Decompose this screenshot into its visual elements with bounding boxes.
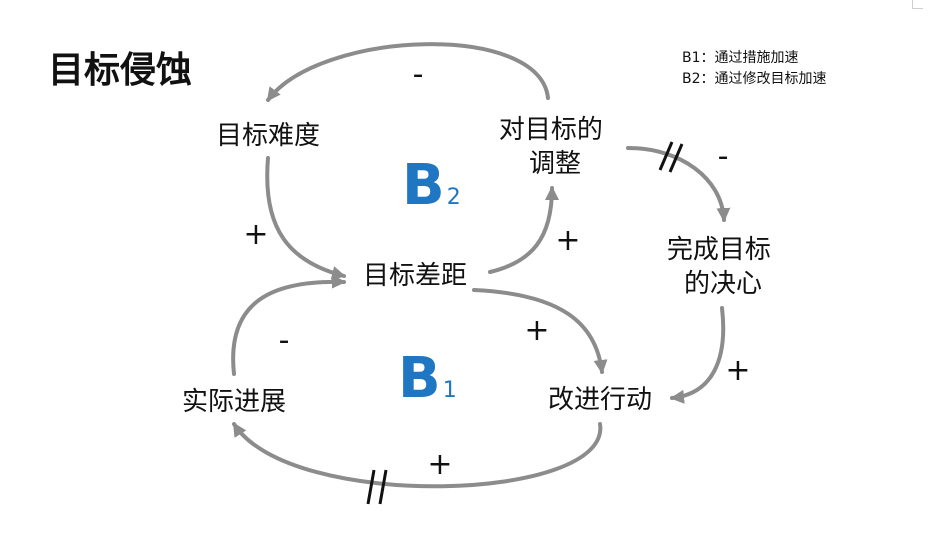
node-goal-gap: 目标差距	[363, 261, 467, 291]
page-title: 目标侵蚀	[48, 50, 192, 91]
delay-marks	[366, 141, 684, 505]
polarity-resolve-to-action: +	[725, 353, 750, 388]
legend-item-b1: B1：通过措施加速	[682, 50, 799, 66]
nodes: 目标难度 对目标的 调整 完成目标 的决心 目标差距 实际进展 改进行动	[182, 115, 779, 417]
node-improve-action: 改进行动	[548, 385, 652, 415]
polarities: - + + - + + - +	[243, 57, 750, 482]
node-improve-action-line: 改进行动	[548, 385, 652, 415]
legend: B1：通过措施加速 B2：通过修改目标加速	[682, 50, 827, 87]
arrow-action-to-progress	[232, 422, 603, 489]
node-goal-difficulty: 目标难度	[216, 121, 320, 151]
loop-label-b2: B2	[402, 153, 461, 218]
legend-item-b2: B2：通过修改目标加速	[682, 71, 827, 87]
node-actual-progress: 实际进展	[182, 387, 286, 417]
node-goal-gap-line: 目标差距	[363, 261, 467, 291]
loop-label-b1: B1	[398, 346, 457, 411]
node-goal-difficulty-line: 目标难度	[216, 121, 320, 151]
arrow-adjust-to-resolve	[626, 146, 731, 222]
arrow-difficulty-to-gap	[265, 156, 346, 280]
arrow-gap-to-adjust	[488, 186, 559, 274]
node-resolve-line-2: 的决心	[684, 269, 762, 299]
delay-mark-action-to-progress	[366, 469, 388, 505]
node-goal-adjust: 对目标的 调整	[499, 115, 611, 179]
node-resolve: 完成目标 的决心	[667, 235, 779, 299]
arrow-progress-to-gap	[231, 274, 346, 376]
arrow-gap-to-action	[472, 288, 608, 374]
arrow-adjust-to-difficulty	[266, 42, 550, 102]
polarity-adjust-to-resolve: -	[718, 139, 729, 174]
loop-label-b2-letter: B	[402, 153, 445, 218]
arrow-resolve-to-action	[670, 306, 726, 404]
corner-mark	[912, 0, 923, 9]
delay-mark-adjust-to-resolve	[658, 141, 684, 173]
polarity-adjust-to-difficulty: -	[413, 57, 424, 92]
polarity-gap-to-adjust: +	[555, 223, 580, 258]
node-goal-adjust-line-2: 调整	[529, 149, 581, 179]
node-goal-adjust-line-1: 对目标的	[499, 115, 603, 145]
loop-label-b1-letter: B	[398, 346, 441, 411]
loop-label-b2-sub: 2	[447, 185, 461, 210]
node-actual-progress-line: 实际进展	[182, 387, 286, 417]
polarity-difficulty-to-gap: +	[243, 217, 268, 252]
polarity-gap-to-action: +	[524, 313, 549, 348]
node-resolve-line-1: 完成目标	[667, 235, 771, 265]
loop-labels: B2 B1	[398, 153, 461, 411]
polarity-action-to-progress: +	[427, 447, 452, 482]
links	[231, 42, 731, 489]
loop-label-b1-sub: 1	[443, 378, 457, 403]
polarity-progress-to-gap: -	[279, 323, 290, 358]
